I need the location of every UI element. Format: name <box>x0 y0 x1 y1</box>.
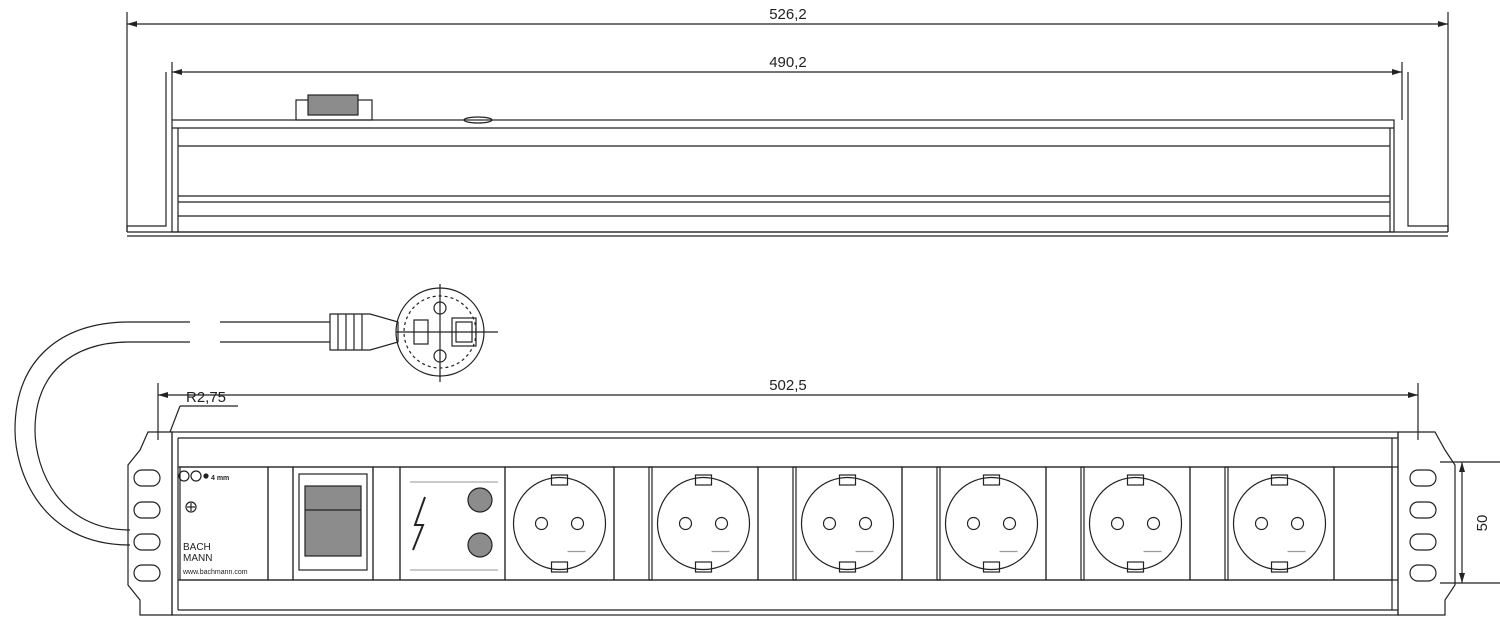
brand-website: www.bachmann.com <box>182 569 248 576</box>
outlet-pin-hole-left <box>1110 516 1125 531</box>
outlet-frame <box>1080 466 1191 581</box>
outlet-pin-hole-left <box>966 516 981 531</box>
outlet-frame <box>648 466 759 581</box>
outlet-ground-clip-bottom <box>838 561 857 573</box>
outlet-ground-clip-top <box>1126 474 1145 486</box>
outlet-pin-hole-left <box>822 516 837 531</box>
brand-name-line2: MANN <box>183 553 212 564</box>
schuko-outlet <box>1224 466 1335 581</box>
dimension-front-width: 502,5 <box>769 377 807 394</box>
outlet-ground-clip-top <box>838 474 857 486</box>
outlet-pin-hole-right <box>1002 516 1017 531</box>
outlet-pin-hole-left <box>534 516 549 531</box>
dimension-height: 50 <box>1474 515 1491 532</box>
outlet-ground-clip-bottom <box>982 561 1001 573</box>
outlet-ground-clip-bottom <box>1126 561 1145 573</box>
outlet-pin-hole-right <box>1146 516 1161 531</box>
dimension-top-outer: 526,2 <box>769 6 807 23</box>
top-view <box>126 12 1449 237</box>
outlet-ground-clip-bottom <box>550 561 569 573</box>
schuko-outlet <box>648 466 759 581</box>
outlet-pin-hole-left <box>678 516 693 531</box>
outlet-ground-clip-top <box>550 474 569 486</box>
outlet-socket-ring <box>800 476 895 571</box>
outlet-ground-clip-bottom <box>694 561 713 573</box>
outlet-socket-ring <box>656 476 751 571</box>
schuko-outlet <box>792 466 903 581</box>
schuko-plug <box>395 284 498 382</box>
schuko-outlet <box>1080 466 1191 581</box>
schuko-outlet <box>504 466 615 581</box>
power-cable <box>14 313 399 546</box>
outlet-socket-ring <box>1232 476 1327 571</box>
dimension-top-inner: 490,2 <box>769 54 807 71</box>
outlet-ground-clip-top <box>694 474 713 486</box>
outlet-pin-hole-right <box>570 516 585 531</box>
outlet-socket-ring <box>1088 476 1183 571</box>
outlet-ground-clip-top <box>982 474 1001 486</box>
outlet-pin-hole-right <box>714 516 729 531</box>
outlet-socket-ring <box>944 476 1039 571</box>
front-view <box>127 383 1500 616</box>
outlet-pin-hole-right <box>1290 516 1305 531</box>
outlet-frame <box>792 466 903 581</box>
dimension-corner-radius: R2,75 <box>186 389 226 406</box>
outlet-pin-hole-left <box>1254 516 1269 531</box>
outlet-frame <box>936 466 1047 581</box>
outlet-frame <box>1224 466 1335 581</box>
outlet-ground-clip-bottom <box>1270 561 1289 573</box>
outlet-group <box>504 466 1335 581</box>
schuko-outlet <box>936 466 1047 581</box>
outlet-socket-ring <box>512 476 607 571</box>
outlet-pin-hole-right <box>858 516 873 531</box>
outlet-frame <box>504 466 615 581</box>
brand-name-line1: BACH <box>183 542 211 553</box>
ground-label: 4 mm <box>211 475 229 482</box>
outlet-ground-clip-top <box>1270 474 1289 486</box>
